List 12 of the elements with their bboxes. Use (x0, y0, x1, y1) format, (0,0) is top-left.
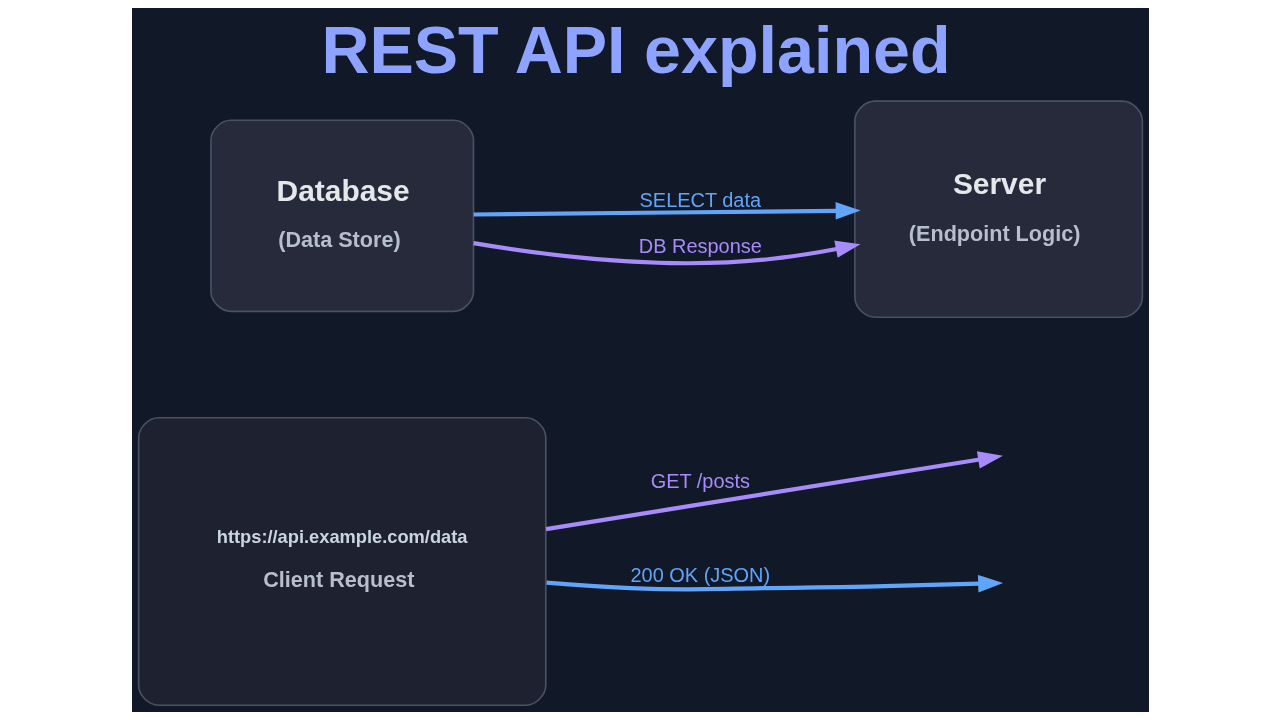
node-box: https://api.example.com/data Client Request (137, 416, 547, 707)
edge-label: GET /posts (650, 469, 750, 492)
arrow (472, 240, 860, 266)
diagram-title: REST API explained (320, 12, 951, 87)
arrow (545, 451, 1003, 532)
edge-label: 200 OK (JSON) (630, 564, 770, 587)
edge-label: DB Response (638, 235, 762, 258)
node-box: Server (Endpoint Logic) (853, 100, 1143, 319)
node-box: Database (Data Store) (209, 119, 474, 313)
arrow (473, 202, 861, 220)
edge-label: SELECT data (639, 188, 761, 211)
arrow (545, 574, 1003, 593)
